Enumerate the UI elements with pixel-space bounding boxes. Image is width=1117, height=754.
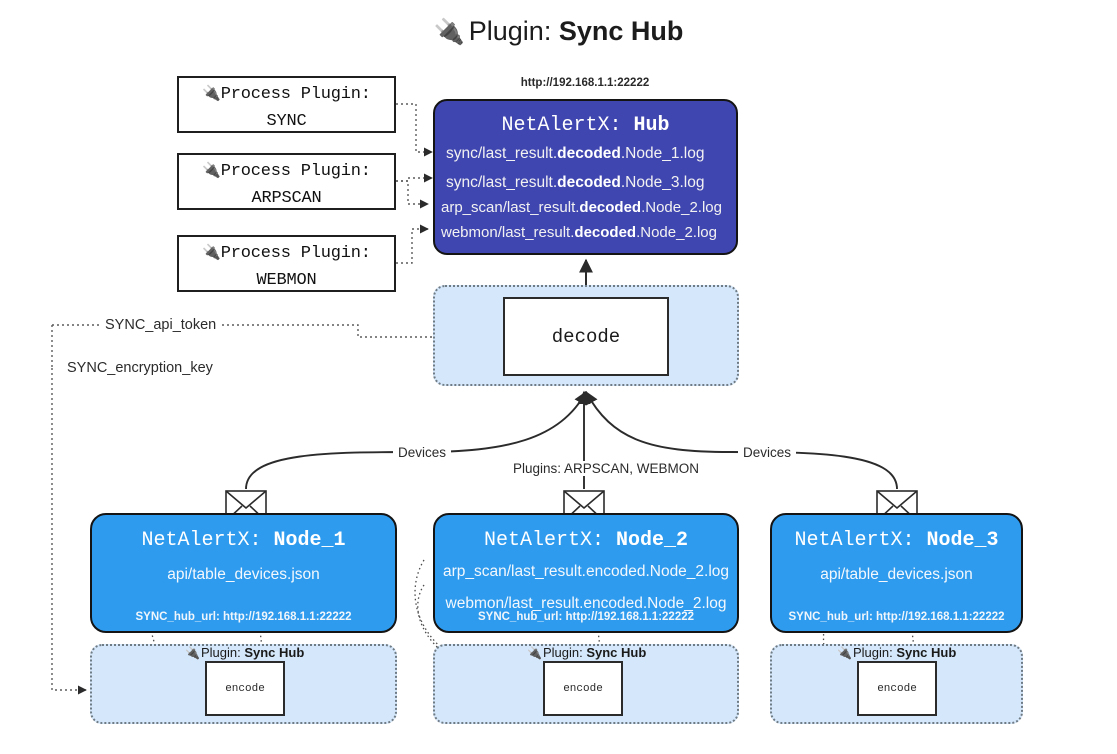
plug-icon: 🔌 xyxy=(202,84,221,102)
decode-box[interactable]: decode xyxy=(503,297,669,376)
sync-hub-label-node-2: 🔌Plugin: Sync Hub xyxy=(527,645,647,660)
label-sync-encryption-key: SYNC_encryption_key xyxy=(63,360,217,376)
plug-icon: 🔌 xyxy=(202,243,221,261)
plug-icon: 🔌 xyxy=(433,18,465,46)
edge-label-devices-right: Devices xyxy=(738,445,797,460)
plug-icon: 🔌 xyxy=(185,646,200,660)
process-plugin-arpscan-line1: 🔌Process Plugin: xyxy=(202,161,371,181)
node-1-hub-url: SYNC_hub_url: http://192.168.1.1:22222 xyxy=(135,611,352,623)
encode-box-node-1[interactable]: encode xyxy=(205,661,285,716)
plug-icon: 🔌 xyxy=(837,646,852,660)
node-node-3[interactable]: NetAlertX: Node_3 api/table_devices.json… xyxy=(770,513,1023,633)
sync-hub-label-node-3: 🔌Plugin: Sync Hub xyxy=(837,645,957,660)
hub-log-line-4: webmon/last_result.decoded.Node_2.log xyxy=(441,224,717,241)
hub-log-line-3: arp_scan/last_result.decoded.Node_2.log xyxy=(441,199,722,216)
node-node-1[interactable]: NetAlertX: Node_1 api/table_devices.json… xyxy=(90,513,397,633)
process-plugin-webmon[interactable]: 🔌Process Plugin: WEBMON xyxy=(177,235,396,292)
process-plugin-arpscan[interactable]: 🔌Process Plugin: ARPSCAN xyxy=(177,153,396,210)
hub-log-line-2: sync/last_result.decoded.Node_3.log xyxy=(446,174,705,191)
plug-icon: 🔌 xyxy=(202,161,221,179)
process-plugin-webmon-line1: 🔌Process Plugin: xyxy=(202,243,371,263)
process-plugin-sync-name: SYNC xyxy=(266,112,307,131)
node-2-hub-url: SYNC_hub_url: http://192.168.1.1:22222 xyxy=(477,611,695,623)
page-title-prefix: Plugin: xyxy=(468,16,552,46)
plug-icon: 🔌 xyxy=(527,646,542,660)
hub-url-label: http://192.168.1.1:22222 xyxy=(520,77,650,89)
edge-label-devices-left: Devices xyxy=(393,445,452,460)
node-2-title: NetAlertX: Node_2 xyxy=(483,529,689,552)
edge-label-plugins: Plugins: ARPSCAN, WEBMON xyxy=(508,461,705,476)
hub-title-name: Hub xyxy=(633,114,670,137)
page-title-name: Sync Hub xyxy=(558,16,684,46)
node-3-path-1: api/table_devices.json xyxy=(820,566,973,583)
node-3-hub-url: SYNC_hub_url: http://192.168.1.1:22222 xyxy=(788,611,1005,623)
node-1-path-1: api/table_devices.json xyxy=(167,566,320,583)
encode-box-node-3[interactable]: encode xyxy=(857,661,937,716)
node-2-path-1: arp_scan/last_result.encoded.Node_2.log xyxy=(442,563,730,580)
process-plugin-webmon-name: WEBMON xyxy=(256,271,317,290)
node-3-title: NetAlertX: Node_3 xyxy=(794,529,999,552)
process-plugin-sync[interactable]: 🔌Process Plugin: SYNC xyxy=(177,76,396,133)
process-plugin-arpscan-name: ARPSCAN xyxy=(251,189,322,208)
hub-title-prefix: NetAlertX: xyxy=(501,114,622,137)
sync-hub-label-node-1: 🔌Plugin: Sync Hub xyxy=(185,645,305,660)
label-sync-api-token: SYNC_api_token xyxy=(101,317,221,333)
process-plugin-sync-line1: 🔌Process Plugin: xyxy=(202,84,371,104)
page-title: 🔌Plugin: Sync Hub xyxy=(0,16,1117,47)
encode-box-node-2[interactable]: encode xyxy=(543,661,623,716)
node-node-2[interactable]: NetAlertX: Node_2 arp_scan/last_result.e… xyxy=(433,513,739,633)
node-2-path-2: webmon/last_result.encoded.Node_2.log xyxy=(445,595,727,612)
hub-title: NetAlertX: Hub xyxy=(435,114,736,137)
hub-log-line-1: sync/last_result.decoded.Node_1.log xyxy=(446,145,705,162)
hub-node[interactable]: NetAlertX: Hub sync/last_result.decoded.… xyxy=(433,99,738,255)
node-1-title: NetAlertX: Node_1 xyxy=(141,529,346,552)
